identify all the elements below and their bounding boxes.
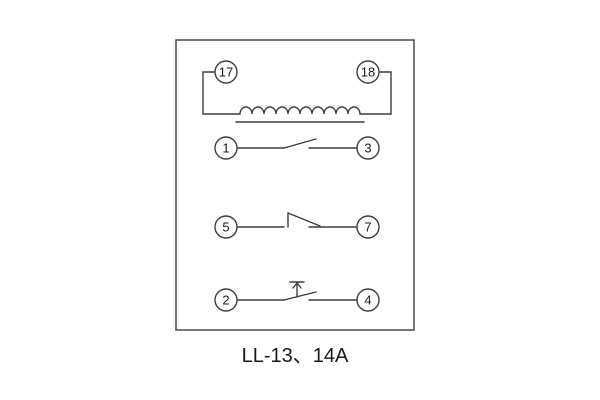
terminal-5: 5 — [214, 215, 238, 239]
contact-2-4: 2 4 — [214, 281, 380, 312]
model-caption: LL-13、14A — [242, 345, 349, 367]
actuator-arrowhead — [292, 281, 302, 289]
terminal-3-label: 3 — [364, 141, 371, 156]
terminal-1-label: 1 — [222, 141, 229, 156]
terminal-7: 7 — [356, 215, 380, 239]
terminal-5-circle — [214, 215, 238, 239]
actuator-arrow-symbol — [289, 281, 305, 298]
terminal-18: 18 — [356, 60, 380, 84]
terminal-7-label: 7 — [364, 220, 371, 235]
terminal-7-circle — [356, 215, 380, 239]
terminal-2-label: 2 — [222, 293, 229, 308]
coil-circuit: 17 18 — [202, 60, 392, 123]
coil-winding-symbol — [239, 106, 361, 115]
terminal-4-label: 4 — [364, 293, 371, 308]
terminal-3-circle — [356, 136, 380, 160]
terminal-2: 2 — [214, 288, 238, 312]
contact-blade-1-3 — [283, 138, 317, 149]
terminal-18-circle — [356, 60, 380, 84]
diagram-border — [175, 39, 415, 331]
terminal-18-label: 18 — [361, 65, 375, 80]
contact-1-3: 1 3 — [214, 136, 380, 160]
terminal-17: 17 — [214, 60, 238, 84]
contact-blade-2-4 — [283, 291, 317, 301]
terminal-1: 1 — [214, 136, 238, 160]
terminal-4-circle — [356, 288, 380, 312]
contact-5-7: 5 7 — [214, 212, 380, 239]
terminal-2-circle — [214, 288, 238, 312]
wire-17-to-coil — [202, 71, 241, 115]
terminal-17-label: 17 — [219, 65, 233, 80]
terminal-1-circle — [214, 136, 238, 160]
terminal-3: 3 — [356, 136, 380, 160]
wire-18-to-coil — [359, 71, 392, 115]
terminal-17-circle — [214, 60, 238, 84]
contact-blade-5-7 — [287, 212, 321, 227]
terminal-5-label: 5 — [222, 220, 229, 235]
terminal-4: 4 — [356, 288, 380, 312]
